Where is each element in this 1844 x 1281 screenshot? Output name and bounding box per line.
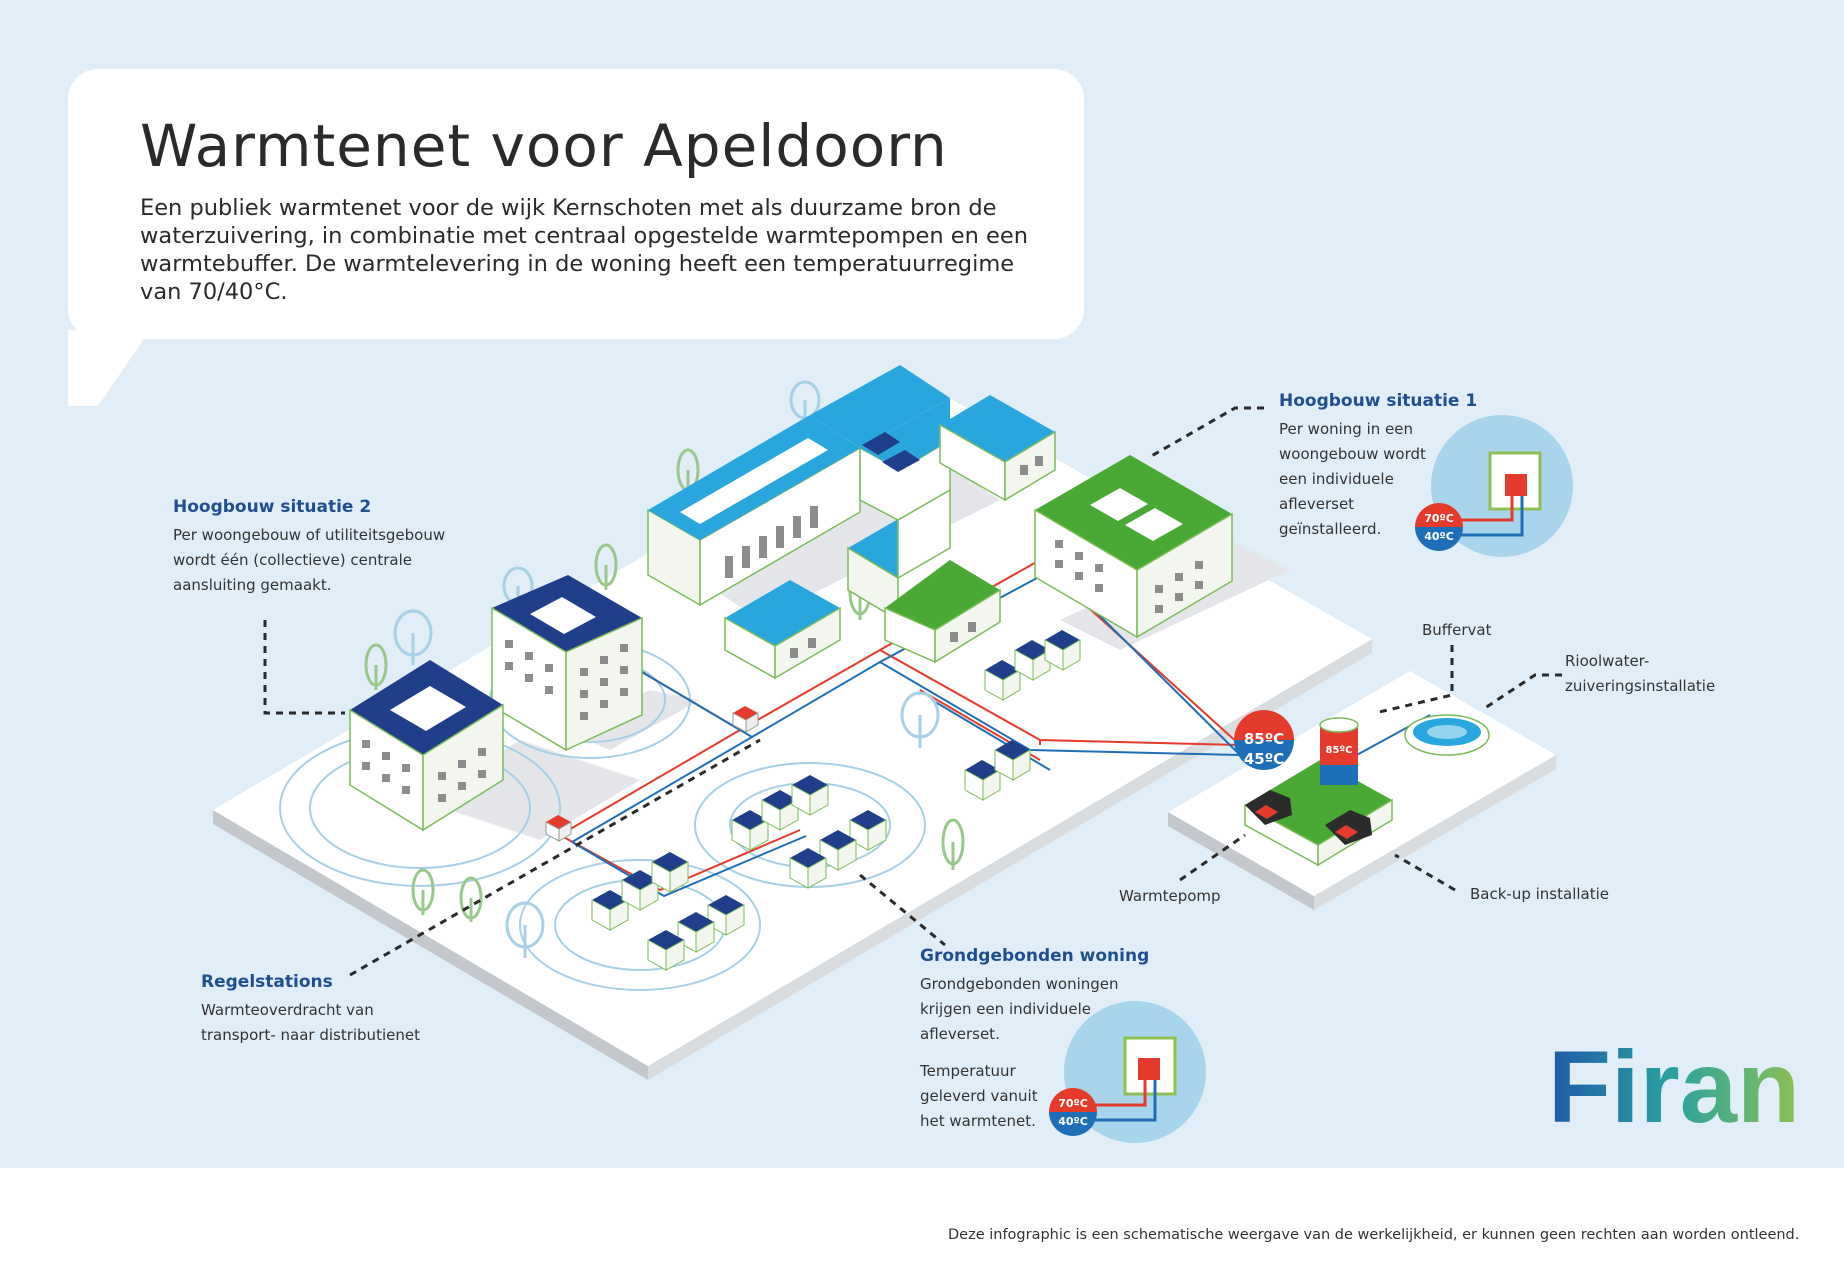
callout-grondgebonden-title: Grondgebonden woning — [920, 946, 1150, 966]
home2-return-temp: 40ºC — [1058, 1115, 1088, 1128]
apartment-tower-navy-1 — [491, 575, 643, 752]
house — [621, 870, 659, 911]
house — [651, 852, 689, 893]
svg-text:Firan: Firan — [1548, 1042, 1800, 1127]
apartment-building-green — [1034, 455, 1233, 639]
afleverset-icon-2 — [1049, 1001, 1206, 1143]
house — [791, 775, 829, 816]
house — [819, 830, 857, 871]
buffervat-tank — [1319, 717, 1359, 785]
rioolwater-basin — [1404, 714, 1490, 756]
net-supply-temp: 85ºC — [1244, 730, 1284, 748]
house — [964, 760, 1001, 801]
house — [789, 848, 827, 889]
callout-hoogbouw-2-text: Per woongebouw of utiliteitsgebouw wordt… — [173, 526, 446, 594]
regelstation-2 — [545, 815, 572, 842]
callout-regelstations-title: Regelstations — [201, 972, 333, 992]
house — [1044, 630, 1081, 671]
label-rioolwater: Rioolwater- zuiveringsinstallatie — [1565, 652, 1716, 695]
house — [647, 930, 685, 971]
buffer-temp: 85ºC — [1326, 745, 1353, 756]
callout-regelstations: Regelstations Warmteoverdracht van trans… — [201, 972, 491, 1048]
firan-logo: Firan — [1548, 1042, 1800, 1127]
label-buffervat: Buffervat — [1422, 621, 1492, 639]
infographic-scene: 85ºC 45ºC 85ºC 70ºC 40ºC 70ºC 40ºC — [68, 330, 1573, 1143]
house — [731, 810, 769, 851]
leader-lines — [263, 406, 1562, 977]
intro-bubble — [68, 69, 1084, 339]
callout-hoogbouw-1-title: Hoogbouw situatie 1 — [1279, 391, 1478, 411]
speech-bubble-tail — [68, 330, 150, 406]
apartment-tower-navy-2 — [349, 660, 504, 832]
network-temperature-badge — [1234, 710, 1294, 770]
label-warmtepomp: Warmtepomp — [1119, 887, 1221, 905]
office-building-blue — [647, 365, 951, 622]
small-building-blue-1 — [939, 395, 1056, 502]
warmtepomp-building — [1244, 760, 1393, 867]
regelstation-1 — [732, 706, 759, 733]
house — [994, 740, 1031, 781]
callout-grondgebonden-text: Grondgebonden woningen krijgen een indiv… — [920, 975, 1119, 1043]
house — [591, 890, 629, 931]
intro-text: Een publiek warmtenet voor de wijk Kerns… — [140, 195, 1028, 305]
home1-supply-temp: 70ºC — [1424, 512, 1454, 525]
house — [849, 810, 887, 851]
callout-hoogbouw-1-text: Per woning in een woongebouw wordt een i… — [1279, 420, 1426, 538]
callout-hoogbouw-1: Hoogbouw situatie 1 Per woning in een wo… — [1279, 391, 1479, 542]
disclaimer-footnote: Deze infographic is een schematische wee… — [948, 1227, 1800, 1243]
label-backup: Back-up installatie — [1470, 885, 1609, 903]
houses — [591, 630, 1081, 971]
callout-hoogbouw-2: Hoogbouw situatie 2 Per woongebouw of ut… — [173, 497, 473, 598]
home2-supply-temp: 70ºC — [1058, 1097, 1088, 1110]
callout-grondgebonden: Grondgebonden woning Grondgebonden wonin… — [920, 946, 1150, 1134]
callout-regelstations-text: Warmteoverdracht van transport- naar dis… — [201, 1001, 420, 1044]
net-return-temp: 45ºC — [1244, 750, 1284, 768]
small-building-blue-2 — [724, 580, 841, 680]
house — [761, 790, 799, 831]
home1-return-temp: 40ºC — [1424, 530, 1454, 543]
small-building-green — [884, 560, 1001, 664]
page-title: Warmtenet voor Apeldoorn — [140, 112, 948, 180]
callout-hoogbouw-2-title: Hoogbouw situatie 2 — [173, 497, 372, 517]
callout-grondgebonden-text2: Temperatuur geleverd vanuit het warmtene… — [920, 1062, 1038, 1130]
afleverset-icon-1 — [1415, 415, 1573, 557]
house — [707, 895, 745, 936]
house — [984, 660, 1021, 701]
